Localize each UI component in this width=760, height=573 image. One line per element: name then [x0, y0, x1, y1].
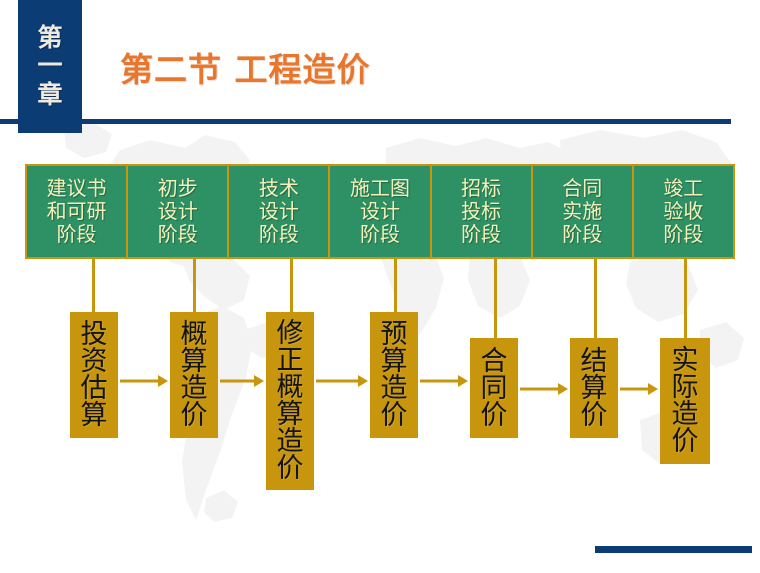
chapter-tab-char-2: 一 — [37, 51, 63, 81]
cost-1-char-2: 资 — [80, 346, 108, 377]
cost-6-char-3: 价 — [580, 399, 608, 431]
stage-1-line-2: 和可研 — [46, 198, 107, 223]
cost-4-char-3: 造 — [380, 373, 408, 404]
cost-box-6[interactable]: 结 算 价 — [570, 338, 618, 438]
stage-3-line-3: 阶段 — [258, 222, 299, 247]
stage-6-line-1: 合同 — [562, 175, 603, 200]
flow-arrow-3 — [316, 375, 368, 387]
stage-1-line-3: 阶段 — [56, 222, 97, 247]
cost-3-char-6: 价 — [276, 453, 304, 484]
connector-stem-7 — [684, 259, 687, 339]
stage-4-line-1: 施工图 — [349, 175, 410, 200]
stage-box-1[interactable]: 建议书 和可研 阶段 — [27, 166, 129, 257]
stage-box-5[interactable]: 招标 投标 阶段 — [432, 166, 533, 257]
stage-3-line-1: 技术 — [258, 175, 299, 200]
cost-2-char-3: 造 — [180, 373, 208, 404]
stage-6-line-2: 实施 — [562, 198, 603, 223]
stage-7-line-2: 验收 — [663, 198, 704, 223]
chapter-tab-char-1: 第 — [37, 23, 63, 53]
cost-3-char-5: 造 — [276, 426, 304, 457]
cost-4-char-4: 价 — [380, 400, 408, 431]
cost-6-char-2: 算 — [580, 372, 608, 404]
stage-4-line-3: 阶段 — [359, 222, 400, 247]
stage-4-line-2: 设计 — [359, 198, 400, 223]
stage-row: 建议书 和可研 阶段 初步 设计 阶段 技术 设计 阶段 施工图 设计 阶段 招… — [25, 164, 735, 259]
cost-1-char-4: 算 — [80, 400, 108, 431]
stage-box-3[interactable]: 技术 设计 阶段 — [229, 166, 331, 257]
cost-3-char-3: 概 — [276, 372, 304, 403]
stage-5-line-2: 投标 — [461, 198, 502, 223]
cost-7-char-2: 际 — [671, 372, 699, 403]
flow-arrow-1 — [120, 375, 168, 387]
stage-box-2[interactable]: 初步 设计 阶段 — [128, 166, 230, 257]
cost-4-char-2: 算 — [380, 346, 408, 377]
connector-stem-4 — [394, 259, 397, 313]
cost-box-3[interactable]: 修 正 概 算 造 价 — [266, 312, 314, 490]
connector-stem-6 — [594, 259, 597, 339]
cost-7-char-1: 实 — [671, 345, 699, 376]
cost-box-4[interactable]: 预 算 造 价 — [370, 312, 418, 438]
cost-2-char-2: 算 — [180, 346, 208, 377]
cost-5-char-3: 价 — [480, 399, 508, 431]
cost-2-char-4: 价 — [180, 400, 208, 431]
flow-arrow-4 — [420, 375, 468, 387]
cost-5-char-2: 同 — [480, 372, 508, 404]
stage-box-4[interactable]: 施工图 设计 阶段 — [330, 166, 432, 257]
stage-2-line-3: 阶段 — [157, 222, 198, 247]
cost-1-char-3: 估 — [80, 373, 108, 404]
chapter-tab: 第 一 章 — [18, 0, 82, 133]
stage-2-line-1: 初步 — [157, 175, 198, 200]
cost-2-char-1: 概 — [180, 319, 208, 350]
cost-box-2[interactable]: 概 算 造 价 — [170, 312, 218, 438]
cost-6-char-1: 结 — [580, 345, 608, 377]
stage-1-line-1: 建议书 — [46, 175, 107, 200]
flow-arrow-6 — [620, 383, 658, 395]
stage-6-line-3: 阶段 — [562, 222, 603, 247]
stage-box-7[interactable]: 竣工 验收 阶段 — [634, 166, 733, 257]
cost-7-char-3: 造 — [671, 399, 699, 430]
footer-accent-bar — [595, 546, 752, 553]
cost-box-1[interactable]: 投 资 估 算 — [70, 312, 118, 438]
cost-box-7[interactable]: 实 际 造 价 — [660, 338, 710, 464]
cost-box-5[interactable]: 合 同 价 — [470, 338, 518, 438]
header-divider-rule — [0, 119, 731, 124]
connector-stem-5 — [494, 259, 497, 339]
chapter-tab-char-3: 章 — [37, 79, 63, 109]
stage-5-line-3: 阶段 — [461, 222, 502, 247]
cost-1-char-1: 投 — [80, 319, 108, 350]
cost-5-char-1: 合 — [480, 345, 508, 377]
stage-box-6[interactable]: 合同 实施 阶段 — [533, 166, 634, 257]
cost-4-char-1: 预 — [380, 319, 408, 350]
page-title: 第二节 工程造价 — [120, 50, 371, 89]
connector-stem-2 — [193, 259, 196, 313]
cost-3-char-2: 正 — [276, 345, 304, 376]
connector-stem-3 — [290, 259, 293, 313]
connector-stem-1 — [92, 259, 95, 313]
flow-arrow-5 — [520, 383, 568, 395]
cost-3-char-4: 算 — [276, 399, 304, 430]
cost-3-char-1: 修 — [276, 318, 304, 349]
stage-2-line-2: 设计 — [157, 198, 198, 223]
cost-7-char-4: 价 — [671, 426, 699, 457]
stage-5-line-1: 招标 — [461, 175, 502, 200]
stage-7-line-3: 阶段 — [663, 222, 704, 247]
stage-3-line-2: 设计 — [258, 198, 299, 223]
stage-7-line-1: 竣工 — [663, 175, 704, 200]
flow-arrow-2 — [220, 375, 264, 387]
